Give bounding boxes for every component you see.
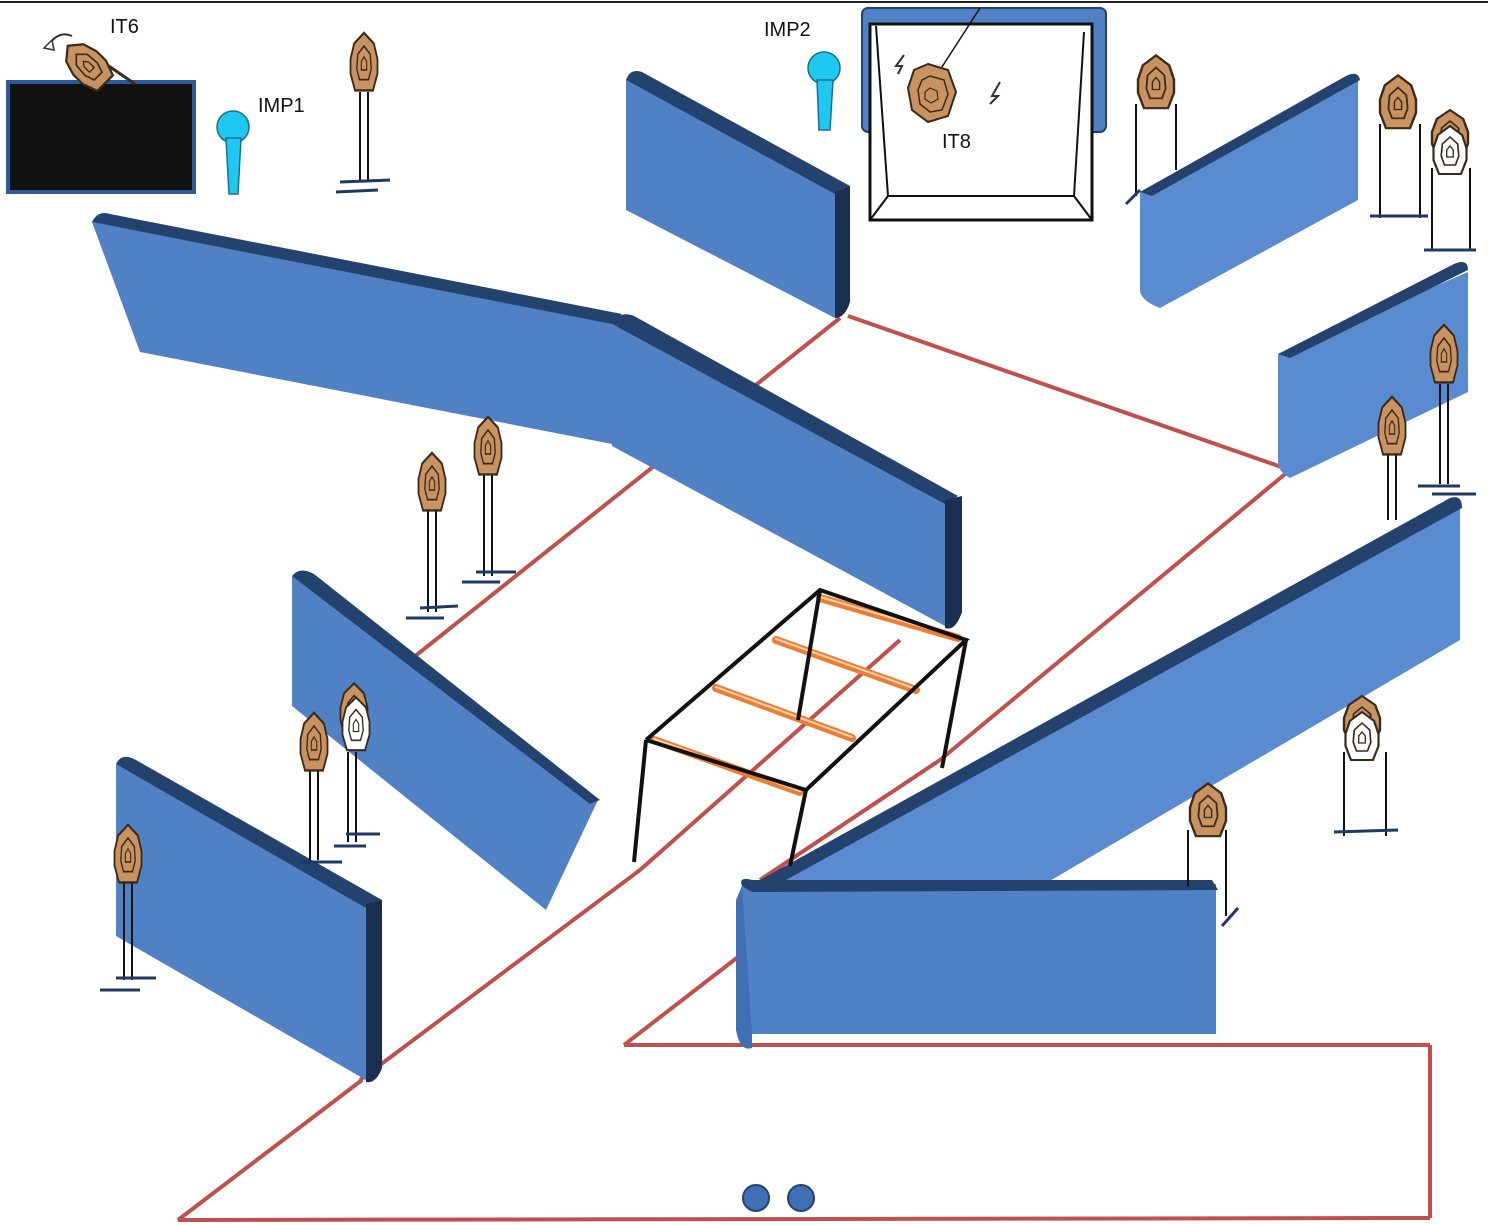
swing-arrow-icon <box>894 54 905 75</box>
targets <box>100 31 1476 992</box>
it6-label: IT6 <box>110 16 139 38</box>
paper-target-icon <box>406 451 459 620</box>
imp1-label: IMP1 <box>258 95 305 117</box>
no-shoot-target-icon <box>334 682 380 848</box>
paper-target-icon <box>1370 74 1428 218</box>
paper-target-icon <box>1124 54 1177 206</box>
paper-target-icon <box>100 823 156 992</box>
start-position-icon <box>742 1184 815 1212</box>
paper-target-icon <box>1377 395 1407 520</box>
ladder-obstacle <box>632 587 970 867</box>
it8-label: IT8 <box>942 131 971 153</box>
imp2-label: IMP2 <box>764 19 811 41</box>
imp1-popper: IMP1 <box>216 95 305 195</box>
paper-target-icon <box>1418 323 1476 496</box>
paper-target-icon <box>335 31 391 194</box>
walls <box>92 71 1468 1083</box>
no-shoot-target-icon <box>1424 108 1476 252</box>
it8-swinger: IT8 <box>861 7 1107 222</box>
swing-arrow-icon <box>989 81 1001 105</box>
paper-target-icon <box>462 415 516 584</box>
imp2-popper: IMP2 <box>764 19 841 131</box>
paper-target-icon <box>1187 782 1240 927</box>
it6-screen <box>6 80 196 194</box>
it6-swinger: IT6 <box>6 16 196 194</box>
swinging-target-icon <box>906 62 958 124</box>
no-shoot-target-icon <box>1333 694 1399 836</box>
paper-target-icon <box>299 711 342 864</box>
fault-lines <box>176 314 1432 1222</box>
